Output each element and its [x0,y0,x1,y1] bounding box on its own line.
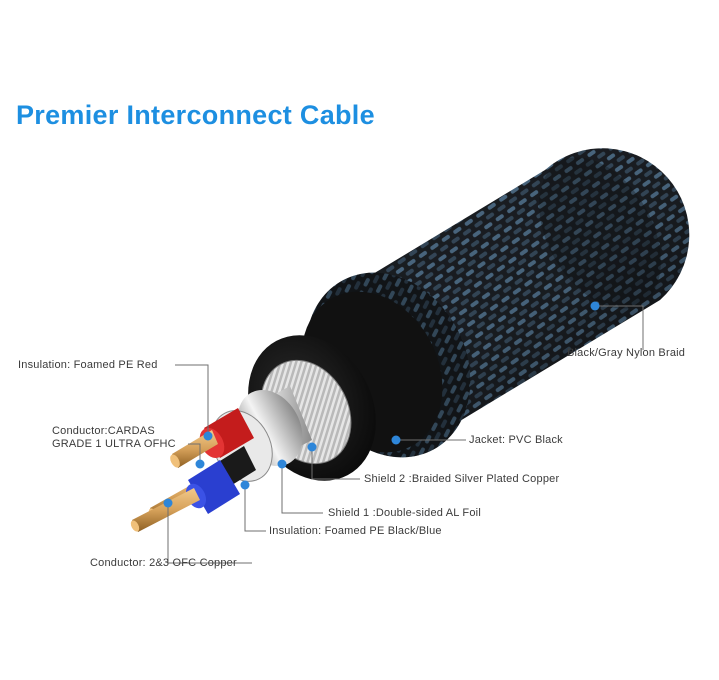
dot-shield1 [277,459,287,469]
leader-lines [167,305,644,564]
dot-braid [590,301,600,311]
label-insulation-black-blue: Insulation: Foamed PE Black/Blue [269,525,442,537]
dot-jacket [391,435,401,445]
callout-dots [163,301,600,508]
label-jacket: Jacket: PVC Black [469,434,563,446]
leader-insulation-black-blue [244,485,266,532]
label-insulation-red: Insulation: Foamed PE Red [18,359,158,371]
leader-shield1 [281,464,323,514]
label-conductor-cardas: Conductor:CARDAS GRADE 1 ULTRA OFHC [52,425,176,450]
leader-conductor-cardas [188,443,201,463]
al-foil-shield [211,386,312,482]
dot-insulation-black-blue [240,480,250,490]
label-braid: Black/Gray Nylon Braid [567,347,686,359]
dot-conductor-ofc [163,498,173,508]
dot-shield2 [307,442,317,452]
leader-braid [595,305,644,350]
label-conductor-ofc: Conductor: 2&3 OFC Copper [90,557,237,569]
leader-shield2 [311,447,360,480]
leader-insulation-red [175,364,209,434]
diagram-title: Premier Interconnect Cable [16,100,375,130]
label-shield1: Shield 1 :Double-sided AL Foil [328,507,481,519]
label-shield2: Shield 2 :Braided Silver Plated Copper [364,473,560,485]
blue-insulated-conductor [130,460,240,532]
dot-conductor-cardas [195,459,205,469]
dot-insulation-red [203,431,213,441]
leader-conductor-ofc [167,504,252,564]
